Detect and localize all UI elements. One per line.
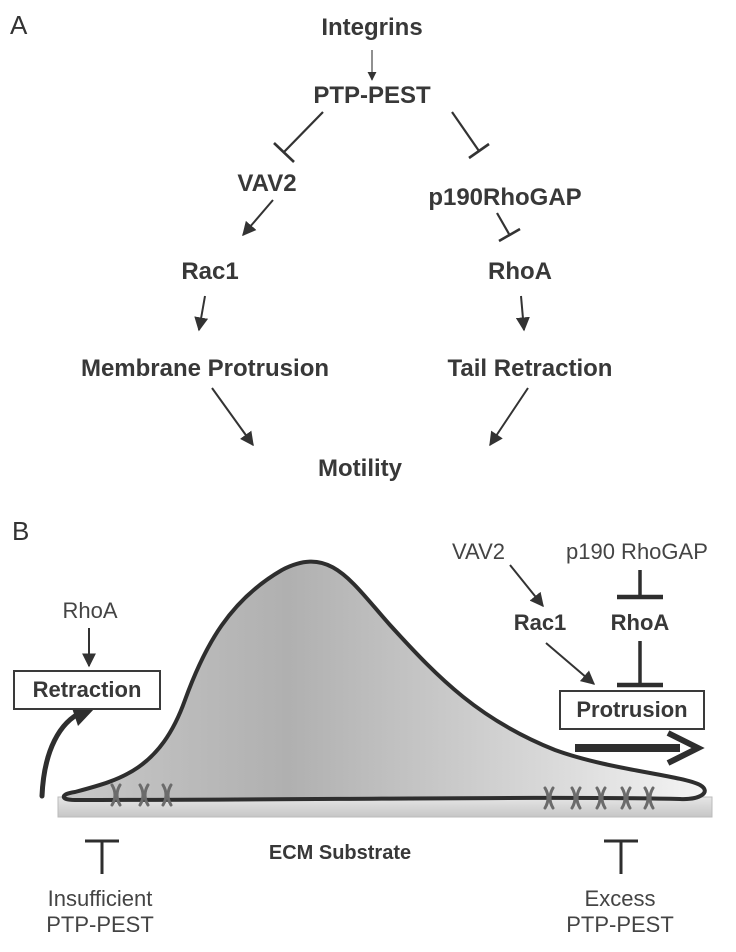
label-rac1-b: Rac1 bbox=[513, 610, 567, 635]
node-tail-retraction: Tail Retraction bbox=[447, 355, 613, 382]
inhibitor-bar-right bbox=[604, 839, 638, 874]
insufficient-line1: Insufficient bbox=[47, 886, 153, 911]
node-motility: Motility bbox=[318, 455, 402, 482]
node-membrane-protrusion: Membrane Protrusion bbox=[80, 355, 330, 382]
label-insufficient-ptp-pest: Insufficient PTP-PEST bbox=[30, 886, 170, 939]
label-excess-ptp-pest: Excess PTP-PEST bbox=[550, 886, 690, 939]
node-p190rhogap: p190RhoGAP bbox=[428, 184, 582, 211]
label-rhoa-left: RhoA bbox=[62, 598, 118, 623]
node-integrins: Integrins bbox=[321, 14, 423, 41]
label-rhoa-right: RhoA bbox=[610, 610, 670, 635]
edge-p190rhogap-inhibits-rhoa bbox=[496, 212, 521, 243]
retraction-box: Retraction bbox=[13, 670, 161, 710]
edge-rhoa-tail-retraction bbox=[515, 295, 530, 332]
node-vav2: VAV2 bbox=[237, 170, 297, 197]
panel-b-label: B bbox=[12, 516, 30, 546]
node-ptp-pest: PTP-PEST bbox=[313, 82, 431, 109]
protrusion-box: Protrusion bbox=[559, 690, 705, 730]
excess-line1: Excess bbox=[584, 886, 656, 911]
panel-a-label: A bbox=[10, 10, 28, 40]
edge-rac1-protrusion bbox=[545, 642, 596, 685]
adhesion-sites-right bbox=[543, 786, 655, 810]
node-rhoa: RhoA bbox=[488, 258, 552, 285]
adhesion-sites-left bbox=[110, 783, 173, 807]
edge-rhoa-inhibits-protrusion bbox=[617, 641, 663, 688]
edge-rac1-membrane-protrusion bbox=[194, 295, 209, 332]
cell-body bbox=[61, 559, 707, 802]
protrusion-arrow bbox=[575, 730, 705, 766]
inhibitor-bar-left bbox=[85, 839, 119, 874]
edge-ptppest-inhibits-p190rhogap bbox=[451, 111, 490, 160]
edge-p190-inhibits-rhoa-b bbox=[617, 570, 663, 600]
excess-line2: PTP-PEST bbox=[566, 912, 674, 938]
edge-vav2-rac1 bbox=[242, 199, 274, 237]
node-rac1: Rac1 bbox=[181, 258, 239, 285]
edge-ptppest-inhibits-vav2 bbox=[273, 111, 324, 163]
insufficient-line2: PTP-PEST bbox=[46, 912, 154, 938]
label-vav2-b: VAV2 bbox=[452, 539, 505, 564]
edge-membrane-protrusion-motility bbox=[211, 387, 254, 447]
edge-vav2-rac1-b bbox=[509, 564, 544, 608]
label-p190-rhogap-b: p190 RhoGAP bbox=[566, 539, 708, 564]
edge-tail-retraction-motility bbox=[489, 387, 529, 447]
label-ecm-substrate: ECM Substrate bbox=[268, 842, 412, 864]
retraction-curved-arrow bbox=[39, 709, 85, 799]
